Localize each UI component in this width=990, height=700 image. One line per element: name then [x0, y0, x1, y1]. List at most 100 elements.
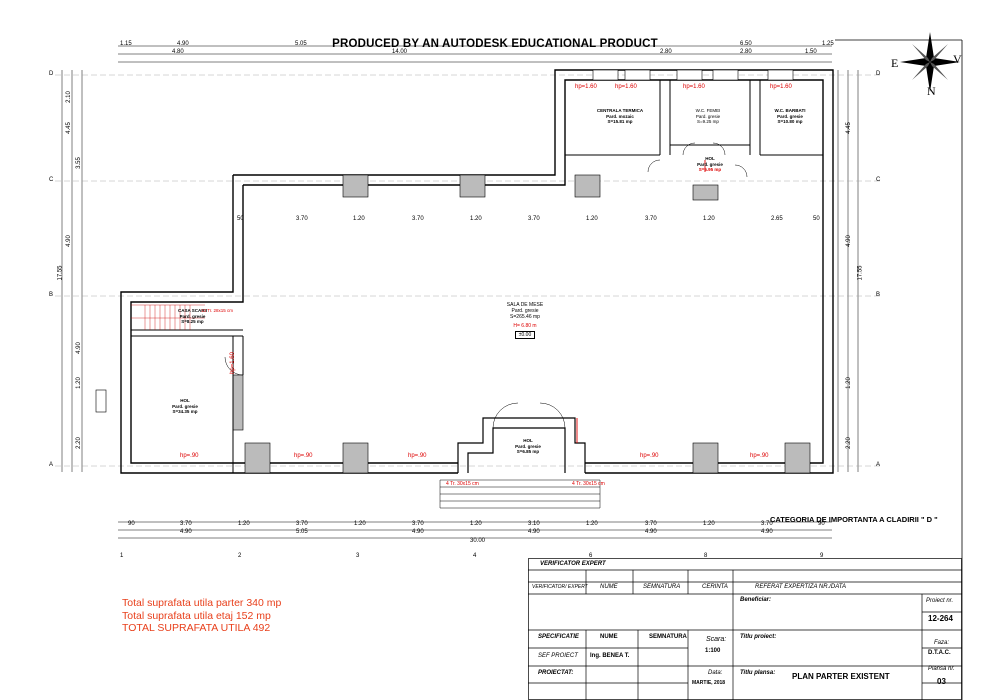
- axis-number-6: 6: [589, 553, 593, 559]
- sill-height-7: hp=1.60: [615, 84, 637, 90]
- dim-top2-3: 2.80: [660, 49, 672, 55]
- steps-label-right: 4 Tr. 30x15 cm: [572, 481, 605, 487]
- dim-top2-2: 14.00: [392, 49, 408, 55]
- dim-left-3: 3.55: [75, 157, 82, 169]
- dim-inner-13: 50: [813, 216, 820, 222]
- tb-specificatie: SPECIFICATIE: [538, 634, 579, 640]
- dim-right-1: 4.45: [845, 122, 852, 134]
- room-area: S=5.95 mp: [698, 167, 722, 172]
- tb-faza-label: Faza:: [934, 640, 950, 646]
- room-floor: Pard. gresie: [179, 313, 206, 319]
- tb-plansa-nr-label: Plansa nr.: [928, 666, 955, 672]
- axis-letter-c-right: C: [876, 177, 881, 183]
- room-floor: Pard. gresie: [515, 443, 541, 449]
- room-area: S=9.25 mp: [697, 119, 719, 124]
- sill-height-9: hp=1.60: [770, 84, 792, 90]
- tb-nume: NUME: [600, 584, 618, 590]
- room-name: W.C. FEMEI: [695, 108, 721, 113]
- dim-bottom-9: 1.20: [586, 521, 598, 527]
- dim-bottom-1: 90: [128, 521, 135, 527]
- dim-inner-3: 1.20: [353, 216, 365, 222]
- dim-bottom2-2: 5.05: [296, 529, 308, 535]
- room-label-hol-left: HOL Pard. gresie S=34.35 mp: [155, 398, 215, 415]
- dim-inner-2: 3.70: [296, 216, 308, 222]
- sill-height-6: hp=1.60: [575, 84, 597, 90]
- sill-height-3: hp=.90: [408, 453, 427, 459]
- dim-bottom-5: 1.20: [354, 521, 366, 527]
- dim-top-2: 4.90: [177, 41, 189, 47]
- room-floor: Pard. gresie: [511, 308, 539, 314]
- sill-height-4: hp=.90: [640, 453, 659, 459]
- room-label-wc-femei: W.C. FEMEI Pard. gresie S=9.25 mp: [683, 108, 733, 125]
- tb-titlu-plansa-label: Titlu plansa:: [740, 670, 776, 676]
- room-area: S=265.46 mp: [510, 314, 540, 320]
- dim-right-2: 17.55: [857, 265, 864, 281]
- dim-bottom-2: 3.70: [180, 521, 192, 527]
- dim-bottom2-3: 4.90: [412, 529, 424, 535]
- dim-inner-7: 1.20: [586, 216, 598, 222]
- room-area: S=10.80 mp: [777, 119, 803, 124]
- room-area: S=8.25 mp: [181, 319, 204, 324]
- sill-height-10: hp=1.60: [229, 352, 236, 374]
- dim-left-1: 2.10: [65, 91, 72, 103]
- dim-top-5: 1.25: [822, 41, 834, 47]
- dim-inner-1: 50: [237, 216, 244, 222]
- dim-top-3: 5.05: [295, 41, 307, 47]
- room-area: S=15.81 mp: [607, 119, 633, 124]
- dim-bottom-13: 90: [818, 521, 825, 527]
- dim-bottom2-4: 4.90: [528, 529, 540, 535]
- axis-letter-a: A: [49, 462, 54, 468]
- dim-inner-4: 3.70: [412, 216, 424, 222]
- room-name: HOL: [523, 438, 533, 443]
- dim-top2-4: 2.80: [740, 49, 752, 55]
- tb-semnatura-2: SEMNATURA: [649, 634, 687, 640]
- tb-proiect-nr-label: Proiect nr.: [926, 598, 954, 604]
- tb-semnatura: SEMNATURA: [643, 584, 681, 590]
- room-name: CENTRALA TERMICA: [596, 108, 644, 113]
- room-name: HOL: [705, 156, 715, 161]
- dim-left-7: 1.20: [75, 377, 82, 389]
- red-annotations: [576, 160, 706, 443]
- axis-letter-d: D: [49, 71, 54, 77]
- dim-left-8: 2.20: [75, 437, 82, 449]
- room-name: HOL: [180, 398, 190, 403]
- room-name: CASA SCARII: [177, 308, 208, 313]
- room-area: S=34.35 mp: [172, 409, 198, 414]
- bottom-dimension-lines: [118, 521, 832, 539]
- watermark-banner: PRODUCED BY AN AUTODESK EDUCATIONAL PROD…: [332, 38, 658, 50]
- tb-scara-label: Scara:: [706, 636, 727, 643]
- exterior-walls: [120, 69, 834, 474]
- dim-right-3: 4.90: [845, 235, 852, 247]
- sill-height-2: hp=.90: [294, 453, 313, 459]
- importance-category: CATEGORIA DE IMPORTANTA A CLADIRII " D ": [770, 515, 938, 524]
- stair-count-label: 13 Tr. 28x15 cm: [201, 308, 234, 313]
- window-marks: [95, 69, 794, 413]
- entry-vestibule: [457, 417, 586, 473]
- tb-beneficiar-label: Beneficiar:: [740, 597, 772, 603]
- room-floor: Pard. gresie: [777, 113, 803, 119]
- dim-top2-5: 1.50: [805, 49, 817, 55]
- tb-verificator-expert: VERIFICATOR/ EXPERT: [532, 584, 588, 590]
- dim-right-4: 1.20: [845, 377, 852, 389]
- dim-inner-12: 2.65: [771, 216, 783, 222]
- wall-pillars: [232, 174, 811, 474]
- room-label-wc-barbati: W.C. BARBATI Pard. gresie S=10.80 mp: [765, 108, 815, 125]
- dim-top-1: 1.15: [120, 41, 132, 47]
- tb-titlu-plansa: PLAN PARTER EXISTENT: [792, 672, 890, 681]
- steps-label-left: 4 Tr. 30x15 cm: [446, 481, 479, 487]
- compass-letter-e: E: [891, 56, 899, 70]
- tb-plansa-nr: 03: [937, 677, 946, 686]
- tb-verificator: VERIFICATOR EXPERT: [540, 561, 606, 567]
- sill-height-1: hp=.90: [180, 453, 199, 459]
- dim-bottom-8: 3.10: [528, 521, 540, 527]
- axis-letter-d-right: D: [876, 71, 881, 77]
- room-floor: Pard. gresie: [172, 403, 198, 409]
- compass-letter-n: N: [927, 84, 936, 98]
- dim-left-5: 4.90: [65, 235, 72, 247]
- area-totals: Total suprafata utila parter 340 mp Tota…: [122, 597, 281, 635]
- axis-grid: [55, 74, 880, 467]
- dim-bottom2-1: 4.90: [180, 529, 192, 535]
- axis-letter-c: C: [49, 177, 54, 183]
- dim-bottom-11: 1.20: [703, 521, 715, 527]
- compass-rose-icon: [900, 32, 960, 92]
